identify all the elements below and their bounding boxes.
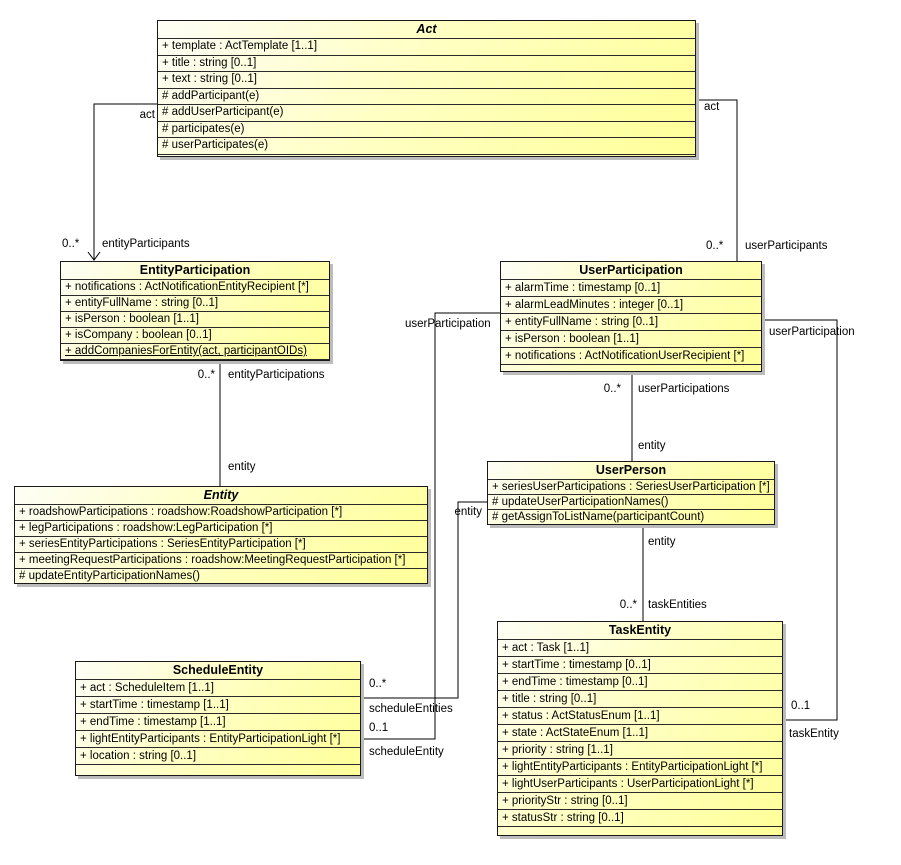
member-row: + priorityStr : string [0..1] (498, 793, 782, 810)
role-label: scheduleEntities (369, 703, 453, 715)
member-row: + title : string [0..1] (498, 691, 782, 708)
member-row: + status : ActStatusEnum [1..1] (498, 708, 782, 725)
member-row: + addCompaniesForEntity(act, participant… (61, 344, 329, 360)
member-row: + notifications : ActNotificationEntityR… (61, 280, 329, 296)
class-title-user-participation: UserParticipation (501, 262, 761, 280)
class-schedule-entity[interactable]: ScheduleEntity + act : ScheduleItem [1..… (75, 661, 361, 776)
operations-section: # updateUserParticipationNames()# getAss… (488, 495, 774, 524)
member-row: + priority : string [1..1] (498, 742, 782, 759)
class-title-entity: Entity (15, 487, 427, 505)
role-label: userParticipations (638, 383, 730, 395)
class-title-schedule-entity: ScheduleEntity (76, 662, 360, 680)
attributes-section: + seriesUserParticipations : SeriesUserP… (488, 480, 774, 495)
attributes-section: + roadshowParticipations : roadshow:Road… (15, 505, 427, 569)
member-row: + endTime : timestamp [1..1] (76, 714, 360, 731)
member-row: + notifications : ActNotificationUserRec… (501, 348, 761, 365)
member-row: # addParticipant(e) (158, 89, 695, 105)
multiplicity-label: 0..* (603, 383, 621, 395)
attributes-section: + act : Task [1..1]+ startTime : timesta… (498, 640, 782, 827)
member-row: + roadshowParticipations : roadshow:Road… (15, 505, 427, 521)
member-row: + endTime : timestamp [0..1] (498, 674, 782, 691)
member-row: + state : ActStateEnum [1..1] (498, 725, 782, 742)
attributes-section: + act : ScheduleItem [1..1]+ startTime :… (76, 680, 360, 765)
member-row: # participates(e) (158, 122, 695, 138)
multiplicity-label: 0..* (619, 599, 637, 611)
member-row: + seriesEntityParticipations : SeriesEnt… (15, 537, 427, 553)
operations-section: # addParticipant(e)# addUserParticipant(… (158, 89, 695, 155)
member-row: + meetingRequestParticipations : roadsho… (15, 553, 427, 569)
member-row: # getAssignToListName(participantCount) (488, 510, 774, 524)
member-row: + alarmTime : timestamp [0..1] (501, 280, 761, 297)
role-label: entity (638, 440, 666, 452)
open-arrowhead (87, 251, 101, 261)
member-row: + lightEntityParticipants : EntityPartic… (76, 731, 360, 748)
member-row: + template : ActTemplate [1..1] (158, 39, 695, 56)
operations-section: + addCompaniesForEntity(act, participant… (61, 344, 329, 360)
class-act[interactable]: Act + template : ActTemplate [1..1]+ tit… (157, 20, 696, 157)
class-task-entity[interactable]: TaskEntity + act : Task [1..1]+ startTim… (497, 621, 783, 836)
role-label: entityParticipations (228, 369, 325, 381)
attributes-section: + notifications : ActNotificationEntityR… (61, 280, 329, 344)
member-row: + lightUserParticipants : UserParticipat… (498, 776, 782, 793)
attributes-section: + alarmTime : timestamp [0..1]+ alarmLea… (501, 280, 761, 365)
member-row: # updateEntityParticipationNames() (15, 569, 427, 583)
member-row: + alarmLeadMinutes : integer [0..1] (501, 297, 761, 314)
member-row: + location : string [0..1] (76, 748, 360, 765)
member-row: + text : string [0..1] (158, 72, 695, 89)
class-user-participation[interactable]: UserParticipation + alarmTime : timestam… (500, 261, 762, 372)
multiplicity-label: 0..1 (369, 722, 389, 734)
role-label: taskEntities (648, 599, 707, 611)
role-label: taskEntity (789, 728, 839, 740)
member-row: + isCompany : boolean [0..1] (61, 328, 329, 344)
member-row: + entityFullName : string [0..1] (501, 314, 761, 331)
class-title-user-person: UserPerson (488, 462, 774, 480)
member-row: + title : string [0..1] (158, 56, 695, 72)
association-act-entityParticipation (93, 103, 157, 260)
multiplicity-label: 0..* (369, 678, 387, 690)
member-row: + act : Task [1..1] (498, 640, 782, 657)
class-title-task-entity: TaskEntity (498, 622, 782, 640)
role-label: userParticipation (769, 326, 855, 338)
role-label: act (139, 109, 155, 121)
class-user-person[interactable]: UserPerson + seriesUserParticipations : … (487, 461, 775, 525)
role-label: entityParticipants (102, 238, 190, 250)
member-row: + legParticipations : roadshow:LegPartic… (15, 521, 427, 537)
role-label: entity (648, 536, 676, 548)
member-row: + act : ScheduleItem [1..1] (76, 680, 360, 697)
role-label: act (704, 101, 720, 113)
role-label: scheduleEntity (369, 746, 444, 758)
member-row: + isPerson : boolean [1..1] (61, 312, 329, 328)
class-title-act: Act (158, 21, 695, 39)
member-row: + startTime : timestamp [0..1] (498, 657, 782, 674)
class-title-entity-participation: EntityParticipation (61, 262, 329, 280)
multiplicity-label: 0..* (197, 369, 215, 381)
operations-section: # updateEntityParticipationNames() (15, 569, 427, 583)
member-row: + seriesUserParticipations : SeriesUserP… (488, 480, 774, 495)
member-row: + statusStr : string [0..1] (498, 810, 782, 827)
member-row: # addUserParticipant(e) (158, 105, 695, 122)
class-entity[interactable]: Entity + roadshowParticipations : roadsh… (14, 486, 428, 584)
member-row: # userParticipates(e) (158, 138, 695, 155)
multiplicity-label: 0..1 (791, 700, 811, 712)
multiplicity-label: 0..* (706, 240, 724, 252)
member-row: + isPerson : boolean [1..1] (501, 331, 761, 348)
class-entity-participation[interactable]: EntityParticipation + notifications : Ac… (60, 261, 330, 361)
multiplicity-label: 0..* (62, 238, 80, 250)
member-row: + startTime : timestamp [1..1] (76, 697, 360, 714)
role-label: entity (228, 461, 256, 473)
member-row: + lightEntityParticipants : EntityPartic… (498, 759, 782, 776)
attributes-section: + template : ActTemplate [1..1]+ title :… (158, 39, 695, 89)
member-row: + entityFullName : string [0..1] (61, 296, 329, 312)
association-act-userParticipation (696, 99, 738, 261)
role-label: userParticipants (745, 240, 828, 252)
role-label: entity (454, 506, 483, 518)
role-label: userParticipation (405, 318, 491, 330)
member-row: # updateUserParticipationNames() (488, 495, 774, 510)
